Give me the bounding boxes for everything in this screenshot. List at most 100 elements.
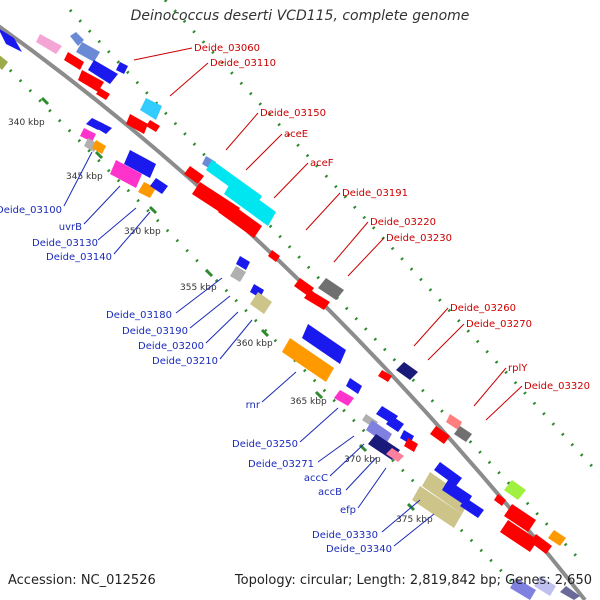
gene-feature [88, 60, 118, 84]
gene-feature [78, 70, 104, 92]
gene-feature [504, 504, 536, 532]
gene-feature [396, 362, 418, 380]
leader-line [83, 185, 121, 225]
tick-guide-outer [163, 0, 600, 477]
leader-line [413, 307, 449, 347]
kbp-label: 340 kbp [8, 118, 45, 128]
gene-feature [0, 55, 8, 70]
gene-feature [268, 250, 280, 262]
gene-feature [0, 29, 22, 52]
tick-guides [8, 0, 600, 592]
tick-guide-inner [8, 68, 522, 592]
leader-line [97, 207, 137, 241]
gene-feature [434, 462, 462, 486]
kbp-tick-marks [40, 96, 416, 512]
gene-feature [70, 32, 84, 46]
leader-line [299, 407, 339, 443]
leader-line [169, 62, 209, 97]
kbp-labels: 340 kbp 345 kbp 350 kbp 355 kbp 360 kbp … [8, 118, 433, 525]
gene-label: efp [340, 505, 356, 516]
gene-feature [124, 150, 156, 178]
kbp-tick [358, 443, 368, 453]
leader-line [133, 47, 193, 61]
gene-label: Deide_03340 [326, 544, 392, 555]
leader-line [427, 323, 465, 361]
forward-labels: Deide_03060 Deide_03110 Deide_03150 aceE… [194, 43, 590, 392]
leader-line [357, 467, 387, 509]
gene-label: Deide_03130 [32, 238, 98, 249]
gene-feature [460, 498, 484, 518]
kbp-tick [314, 390, 324, 400]
leader-line [219, 319, 253, 360]
gene-feature [250, 292, 272, 314]
gene-feature [184, 166, 204, 184]
gene-feature [454, 426, 472, 442]
gene-feature [140, 98, 162, 120]
gene-label: rnr [246, 400, 261, 411]
gene-feature [334, 390, 354, 406]
leader-line [273, 162, 309, 199]
gene-feature [218, 200, 262, 238]
reverse-leader-lines [63, 151, 435, 547]
kbp-label: 375 kbp [396, 515, 433, 525]
gene-feature [430, 426, 450, 444]
leader-line [113, 211, 151, 255]
leader-line [473, 367, 507, 407]
gene-feature [282, 338, 334, 382]
gene-feature [150, 178, 168, 194]
gene-feature [318, 278, 344, 300]
gene-feature [548, 530, 566, 546]
leader-line [381, 499, 421, 533]
gene-feature [560, 586, 580, 600]
gene-feature [96, 122, 112, 134]
gene-label: Deide_03271 [248, 459, 314, 470]
leader-line [393, 513, 435, 547]
gene-label: Deide_03270 [466, 319, 532, 330]
gene-feature [224, 180, 276, 226]
gene-feature [412, 486, 462, 528]
gene-label: Deide_03140 [46, 252, 112, 263]
forward-leader-lines [133, 47, 523, 421]
gene-label: Deide_03210 [152, 356, 218, 367]
kbp-label: 365 kbp [290, 397, 327, 407]
leader-line [329, 443, 365, 477]
gene-feature [500, 520, 538, 552]
leader-line [345, 457, 377, 491]
kbp-tick [260, 328, 270, 338]
gene-feature [446, 414, 462, 430]
gene-label: Deide_03230 [386, 233, 452, 244]
gene-feature [96, 88, 110, 100]
gene-feature [442, 480, 472, 506]
gene-label: Deide_03150 [260, 108, 326, 119]
gene-feature [302, 324, 346, 364]
gene-feature [64, 52, 84, 70]
gene-feature [534, 576, 556, 596]
leader-line [261, 371, 297, 403]
leader-line [63, 151, 93, 207]
gene-feature [386, 448, 404, 462]
kbp-tick [40, 96, 50, 106]
kbp-label: 355 kbp [180, 283, 217, 293]
gene-label: rplY [508, 363, 528, 374]
gene-feature [366, 420, 392, 444]
gene-label: Deide_03330 [312, 530, 378, 541]
gene-feature [404, 438, 418, 452]
gene-feature [304, 290, 330, 310]
gene-feature [76, 42, 100, 62]
gene-label: aceF [310, 158, 334, 169]
leader-line [175, 277, 223, 314]
leader-line [245, 133, 283, 171]
gene-label: Deide_03320 [524, 381, 590, 392]
gene-feature [510, 578, 536, 600]
gene-label: Deide_03200 [138, 341, 204, 352]
topology-label: Topology: circular; Length: 2,819,842 bp… [234, 573, 592, 588]
leader-line [317, 435, 355, 463]
gene-feature [146, 120, 160, 132]
gene-label: Deide_03190 [122, 326, 188, 337]
leader-line [189, 295, 231, 329]
leader-line [347, 237, 385, 277]
leader-line [225, 112, 259, 151]
gene-feature [530, 534, 552, 554]
leader-line [205, 311, 239, 344]
